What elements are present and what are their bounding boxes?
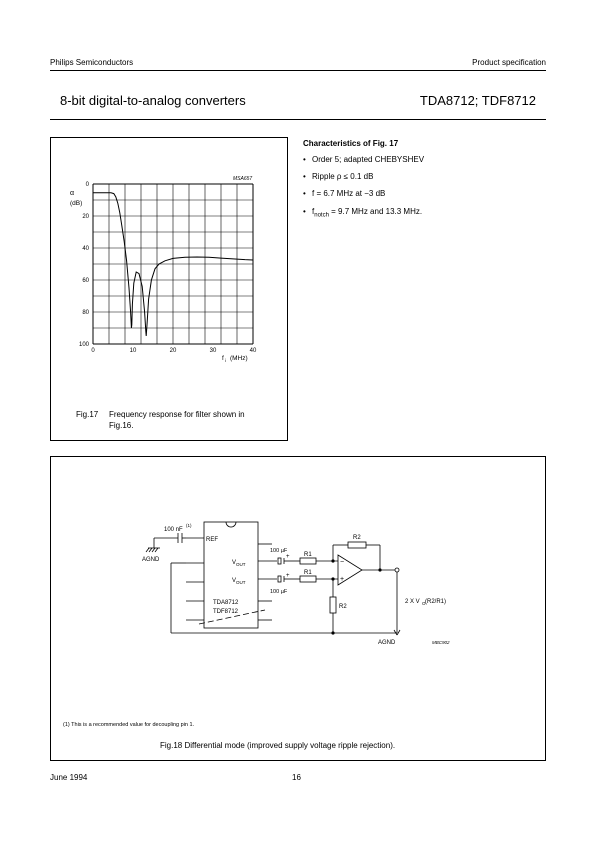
figure-17-caption-number: Fig.17	[76, 410, 99, 419]
vout-subscript: OUT	[236, 580, 246, 585]
x-axis-unit: (MHz)	[230, 355, 248, 362]
figure-code: MSA657	[233, 176, 252, 182]
decoupling-capacitor-label: 100 nF	[164, 527, 183, 533]
agnd-bottom-label: AGND	[378, 640, 396, 646]
characteristics-item: •fnotch = 9.7 MHz and 13.3 MHz.	[303, 207, 423, 219]
vout-label: V	[232, 578, 236, 584]
output-voltage-subscript: O	[422, 601, 426, 606]
opamp-noninverting-input: +	[340, 576, 344, 583]
resistor-r2-bottom-label: R2	[339, 604, 347, 610]
ref-pin-label: REF	[206, 537, 218, 543]
figure-18-code: MBC902	[432, 640, 450, 645]
figure-17-caption-text-2: Fig.16.	[109, 421, 134, 430]
header-rule-top	[50, 70, 546, 71]
y-tick-label: 60	[82, 278, 89, 284]
y-axis-unit: (dB)	[70, 200, 82, 207]
coupling-capacitor-2-label: 100 µF	[270, 589, 288, 595]
document-type: Product specification	[472, 58, 546, 67]
y-tick-label: 80	[82, 310, 89, 316]
characteristics-title: Characteristics of Fig. 17	[303, 139, 399, 148]
x-axis-subscript: i	[225, 358, 226, 363]
x-tick-label: 20	[170, 348, 177, 354]
y-axis-symbol: α	[70, 190, 74, 197]
page-number: 16	[292, 773, 301, 782]
x-tick-label: 0	[91, 348, 95, 354]
chip-label-tdf8712: TDF8712	[213, 609, 239, 615]
y-tick-label: 0	[86, 182, 90, 188]
y-tick-label: 20	[82, 214, 89, 220]
vout-bar-label: V	[232, 560, 236, 566]
output-voltage-suffix: (R2/R1)	[425, 599, 446, 605]
resistor-r2-top-label: R2	[353, 535, 361, 541]
figure-18-caption: Fig.18 Differential mode (improved suppl…	[160, 741, 396, 750]
output-voltage-label: 2 X V	[405, 599, 420, 605]
capacitor-1-polarity: +	[286, 554, 290, 560]
chart-grid	[92, 183, 254, 345]
x-tick-label: 40	[250, 348, 257, 354]
figure-18-frame: 100 nF (1) REF AGND V OUT V OUT 100 µF 1…	[50, 456, 546, 761]
resistor-r1-bottom-label: R1	[304, 570, 312, 576]
footer-date: June 1994	[50, 773, 88, 782]
x-axis-symbol: f	[222, 355, 224, 362]
coupling-capacitor-1-label: 100 µF	[270, 548, 288, 554]
chip-label-tda8712: TDA8712	[213, 600, 239, 606]
capacitor-2-polarity: +	[286, 573, 290, 579]
figure-17-caption-text: Frequency response for filter shown in	[109, 410, 245, 419]
characteristics-item: •Ripple ρ ≤ 0.1 dB	[303, 172, 374, 181]
differential-mode-schematic: 100 nF (1) REF AGND V OUT V OUT 100 µF 1…	[142, 521, 450, 646]
part-numbers: TDA8712; TDF8712	[419, 93, 536, 108]
agnd-left-label: AGND	[142, 557, 160, 563]
x-tick-label: 30	[210, 348, 217, 354]
y-tick-label: 100	[79, 342, 90, 348]
figure-18-footnote: (1) This is a recommended value for deco…	[63, 722, 195, 728]
chart-series-line	[93, 192, 254, 337]
document-title: 8-bit digital-to-analog converters	[60, 93, 246, 108]
y-tick-label: 40	[82, 246, 89, 252]
opamp-inverting-input: −	[340, 559, 344, 566]
vout-bar-subscript: OUT	[236, 562, 246, 567]
characteristics-item: •f = 6.7 MHz at −3 dB	[303, 189, 386, 198]
header-rule-bottom	[50, 119, 546, 120]
characteristics-item: •Order 5; adapted CHEBYSHEV	[303, 155, 425, 164]
footnote-marker: (1)	[186, 523, 192, 528]
company-name: Philips Semiconductors	[50, 58, 134, 67]
x-tick-label: 10	[130, 348, 137, 354]
resistor-r1-top-label: R1	[304, 552, 312, 558]
